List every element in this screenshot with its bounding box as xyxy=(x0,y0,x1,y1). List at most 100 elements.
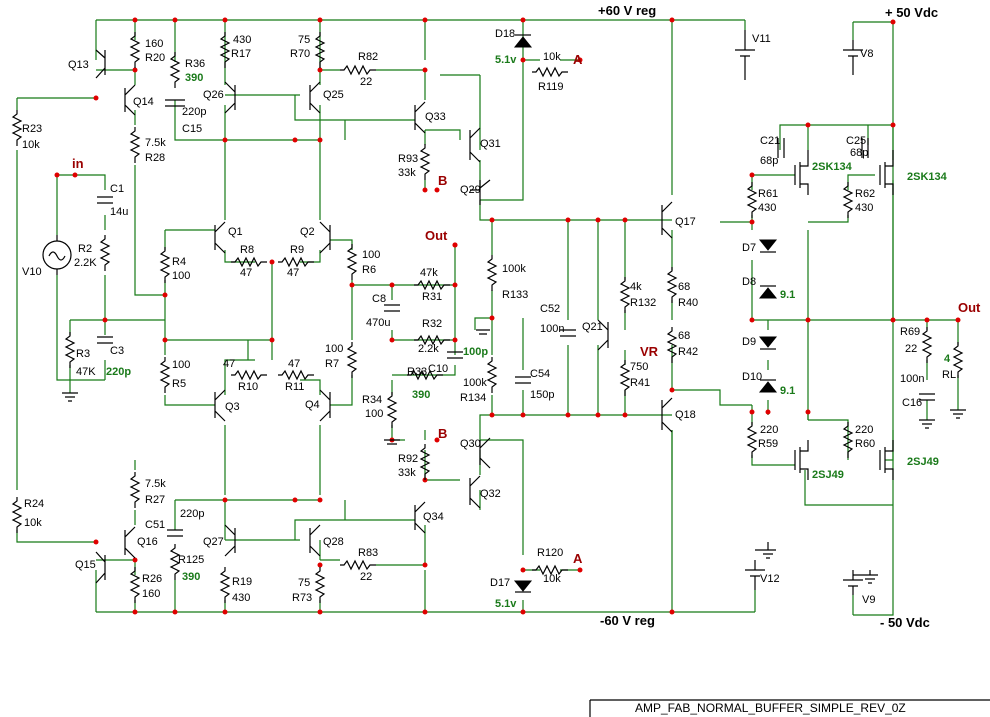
r3-ref: R3 xyxy=(76,348,90,360)
r69-ref: R69 xyxy=(900,326,920,338)
r33-value: 390 xyxy=(412,389,430,401)
r32-value: 2.2k xyxy=(418,343,439,355)
d7-ref: D7 xyxy=(742,242,756,254)
r28-ref: R28 xyxy=(145,152,165,164)
q15-ref: Q15 xyxy=(75,559,96,571)
text-labels: +60 V reg -60 V reg + 50 Vdc - 50 Vdc in… xyxy=(22,3,981,715)
d10-value: 9.1 xyxy=(780,385,795,397)
c8-ref: C8 xyxy=(372,293,386,305)
r20-value: 160 xyxy=(145,38,163,50)
rail-pos60-label: +60 V reg xyxy=(598,3,656,18)
d9-ref: D9 xyxy=(742,336,756,348)
q4-ref: Q4 xyxy=(305,399,320,411)
r4-ref: R4 xyxy=(172,256,186,268)
r11-value: 47 xyxy=(288,358,300,370)
r61-ref: R61 xyxy=(758,188,778,200)
r40-value: 68 xyxy=(678,281,690,293)
r17-ref: R17 xyxy=(231,48,251,60)
junction-dots xyxy=(54,17,961,615)
q17-ref: Q17 xyxy=(675,216,696,228)
r26-ref: R26 xyxy=(142,573,162,585)
q21-ref: Q21 xyxy=(582,321,603,333)
rail-neg60-label: -60 V reg xyxy=(600,613,655,628)
net-out-small: Out xyxy=(425,228,448,243)
r31-ref: R31 xyxy=(422,291,442,303)
q34-ref: Q34 xyxy=(423,511,444,523)
net-out-main: Out xyxy=(958,300,981,315)
net-b-bot: B xyxy=(438,426,447,441)
c1-ref: C1 xyxy=(110,183,124,195)
r5-value: 100 xyxy=(172,359,190,371)
q2-ref: Q2 xyxy=(300,226,315,238)
q16-ref: Q16 xyxy=(137,536,158,548)
r119-ref: R119 xyxy=(538,81,563,93)
r70-value: 75 xyxy=(298,34,310,46)
r93-value: 33k xyxy=(398,167,416,179)
r17-value: 430 xyxy=(233,34,251,46)
c1-value: 14u xyxy=(110,206,128,218)
q32-ref: Q32 xyxy=(480,488,501,500)
c51-ref: C51 xyxy=(145,519,165,531)
r2-ref: R2 xyxy=(78,243,92,255)
r20-ref: R20 xyxy=(145,52,165,64)
r133-ref: R133 xyxy=(502,289,528,301)
r9-value: 47 xyxy=(287,267,299,279)
r42-ref: R42 xyxy=(678,346,698,358)
r132-ref: R132 xyxy=(630,297,656,309)
v9-ref: V9 xyxy=(862,594,875,606)
r69-value: 22 xyxy=(905,343,917,355)
title-block-text: AMP_FAB_NORMAL_BUFFER_SIMPLE_REV_0Z xyxy=(635,701,906,715)
r119-value: 10k xyxy=(543,51,561,63)
d18-ref: D18 xyxy=(495,28,515,40)
q28-ref: Q28 xyxy=(323,536,344,548)
q26-ref: Q26 xyxy=(203,89,224,101)
r133-value: 100k xyxy=(502,263,526,275)
r27-value: 7.5k xyxy=(145,478,166,490)
r62-value: 430 xyxy=(855,202,873,214)
r9-ref: R9 xyxy=(290,244,304,256)
r82-ref: R82 xyxy=(358,51,378,63)
q29-ref: Q29 xyxy=(460,184,481,196)
r92-value: 33k xyxy=(398,467,416,479)
r83-ref: R83 xyxy=(358,547,378,559)
v12-ref: V12 xyxy=(760,573,780,585)
r60-value: 220 xyxy=(855,424,873,436)
c54-ref: C54 xyxy=(530,368,550,380)
v11-ref: V11 xyxy=(752,33,771,45)
c21-value: 68p xyxy=(760,155,778,167)
r132-value: 4k xyxy=(630,281,642,293)
c21-ref: C21 xyxy=(760,135,780,147)
r83-value: 22 xyxy=(360,571,372,583)
r33-ref: R33 xyxy=(407,366,427,378)
r120-value: 10k xyxy=(543,573,561,585)
r134-value: 100k xyxy=(463,377,487,389)
r32-ref: R32 xyxy=(422,318,442,330)
d17-ref: D17 xyxy=(490,577,510,589)
r23-value: 10k xyxy=(22,139,40,151)
r8-ref: R8 xyxy=(240,244,254,256)
c52-ref: C52 xyxy=(540,303,560,315)
rl-value: 4 xyxy=(944,353,951,365)
r41-value: 750 xyxy=(630,361,648,373)
r134-ref: R134 xyxy=(460,392,486,404)
net-vr: VR xyxy=(640,344,659,359)
c25-ref: C25 xyxy=(846,135,866,147)
r26-value: 160 xyxy=(142,588,160,600)
c3-value: 220p xyxy=(106,366,131,378)
mosfets xyxy=(794,150,894,480)
r8-value: 47 xyxy=(240,267,252,279)
r36-value: 390 xyxy=(185,72,203,84)
mosfet-top-left-part: 2SK134 xyxy=(812,161,853,173)
mosfet-bot-right-part: 2SJ49 xyxy=(907,456,939,468)
c10-value: 100p xyxy=(463,346,488,358)
net-in: in xyxy=(72,156,84,171)
r59-ref: R59 xyxy=(758,438,778,450)
r27-ref: R27 xyxy=(145,494,165,506)
c10-ref: C10 xyxy=(428,363,448,375)
r3-value: 47K xyxy=(76,366,96,378)
ac-source-v10 xyxy=(42,235,72,275)
mosfet-bot-left-part: 2SJ49 xyxy=(812,469,844,481)
q31-ref: Q31 xyxy=(480,138,501,150)
r125-value: 390 xyxy=(182,571,200,583)
